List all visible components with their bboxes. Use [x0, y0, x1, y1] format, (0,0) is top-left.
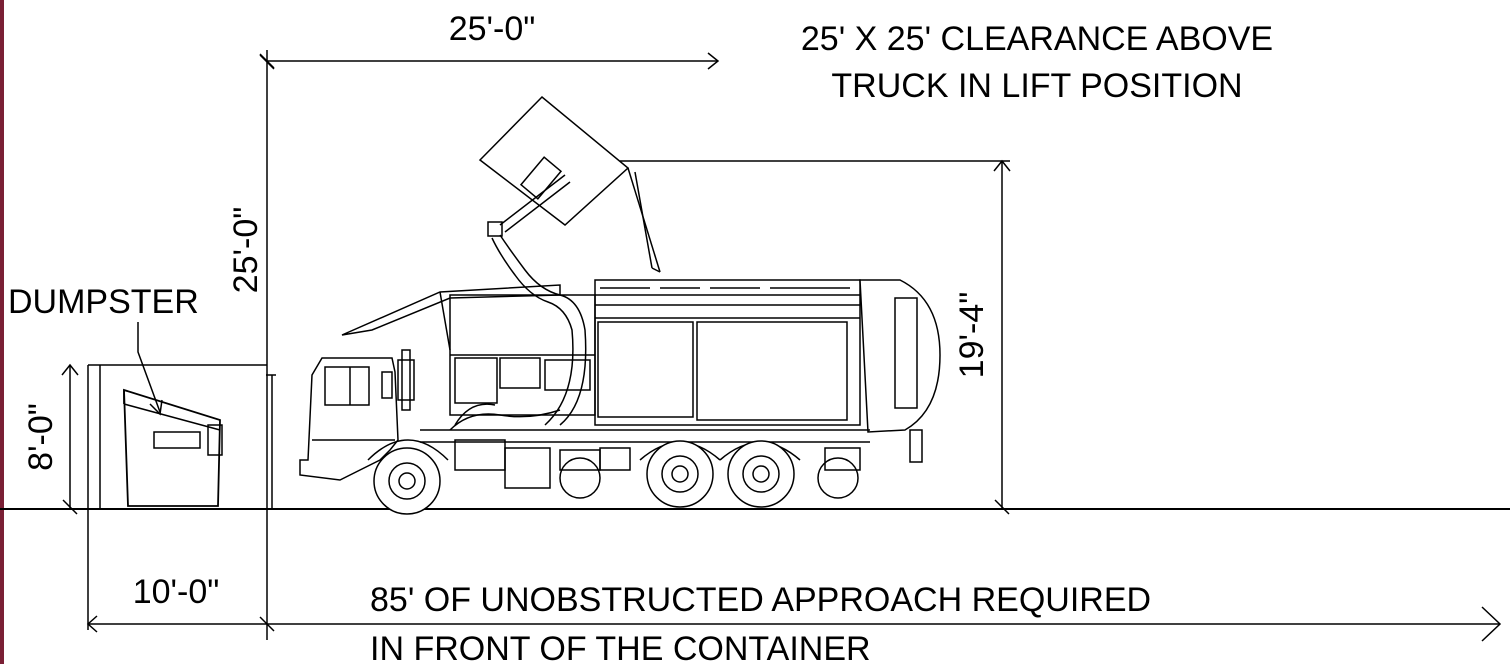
dumpster-drawing	[123, 388, 223, 507]
dumpster-depth-label: 10'-0"	[133, 573, 220, 611]
dumpster-depth-dimension: 10'-0"	[86, 573, 275, 633]
left-edge-bar	[0, 0, 4, 664]
clearance-note-line1: 25' X 25' CLEARANCE ABOVE	[801, 20, 1273, 58]
garbage-truck-drawing	[299, 95, 941, 515]
clearance-note-line2: TRUCK IN LIFT POSITION	[831, 67, 1242, 105]
approach-label-line2: IN FRONT OF THE CONTAINER	[370, 630, 871, 664]
dumpster-height-dimension: 8'-0"	[22, 363, 79, 515]
dumpster-height-label: 8'-0"	[22, 403, 60, 471]
dumpster-leader	[137, 322, 161, 413]
clearance-height-label: 25'-0"	[227, 207, 265, 294]
truck-height-dimension: 19'-4"	[620, 159, 1011, 515]
approach-label-line1: 85' OF UNOBSTRUCTED APPROACH REQUIRED	[370, 581, 1151, 619]
clearance-width-dimension: 25'-0"	[259, 10, 720, 640]
approach-dimension: 85' OF UNOBSTRUCTED APPROACH REQUIRED IN…	[267, 581, 1502, 664]
truck-height-label: 19'-4"	[953, 292, 991, 379]
dumpster-label: DUMPSTER	[8, 283, 199, 321]
clearance-width-label: 25'-0"	[449, 10, 536, 48]
